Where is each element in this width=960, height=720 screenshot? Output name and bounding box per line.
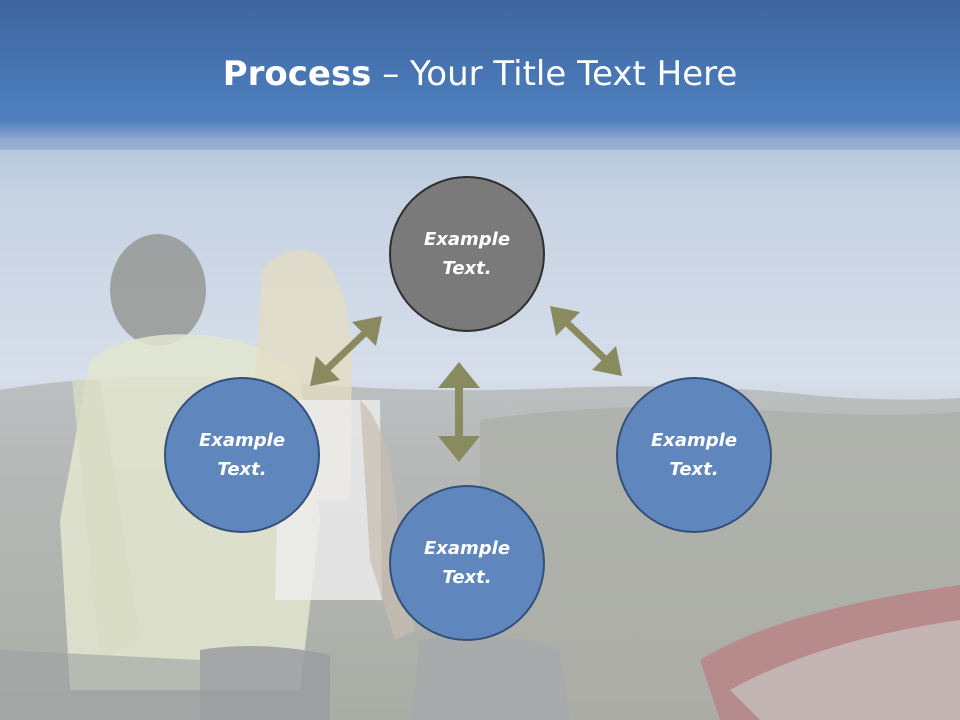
process-node-bottom: Example Text. xyxy=(389,485,545,641)
arrow-vertical xyxy=(438,362,480,462)
title-bar: Process – Your Title Text Here xyxy=(0,0,960,150)
arrow-top-right xyxy=(550,306,622,376)
arrow-top-left xyxy=(310,316,382,386)
node-top-text: Example Text. xyxy=(423,229,511,279)
node-right-text: Example Text. xyxy=(650,430,738,480)
slide-title: Process – Your Title Text Here xyxy=(0,52,960,96)
node-left-text: Example Text. xyxy=(198,430,286,480)
title-rest: – Your Title Text Here xyxy=(371,54,738,94)
process-node-top: Example Text. xyxy=(389,176,545,332)
title-bold: Process xyxy=(222,54,372,94)
process-node-left: Example Text. xyxy=(164,377,320,533)
node-bottom-text: Example Text. xyxy=(423,538,511,588)
process-node-right: Example Text. xyxy=(616,377,772,533)
